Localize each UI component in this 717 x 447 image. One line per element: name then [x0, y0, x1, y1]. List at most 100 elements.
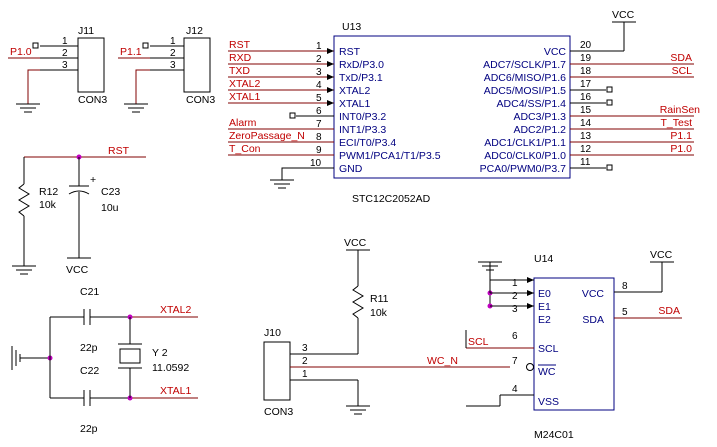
ground-symbol: [12, 265, 36, 275]
u13-pin-num: 18: [580, 66, 592, 77]
r11-value: 10k: [370, 307, 388, 319]
j12-noconnect-marker: [142, 42, 149, 49]
u14-pin-name: E1: [538, 301, 551, 313]
u14-pin-name: VSS: [538, 396, 559, 408]
u13-pin-num: 17: [580, 79, 592, 90]
ic-u14: U14 M24C01 1 2 3 6 7 4 E0 E1 E2: [465, 249, 682, 441]
ground-symbol: [16, 103, 40, 113]
u13-pin-num: 2: [316, 54, 322, 65]
u13-pin-name: ADC5/MOSI/P1.5: [484, 85, 566, 97]
j11-body: [77, 37, 105, 93]
u13-pin-name: GND: [339, 163, 363, 175]
j12-body: [183, 37, 211, 93]
u14-pin-name: WC: [538, 366, 556, 378]
y2-value: 11.0592: [152, 362, 189, 374]
u13-pin-name: TxD/P3.1: [339, 72, 383, 84]
u13-net-label: XTAL2: [229, 78, 260, 90]
u13-pin-num: 11: [580, 157, 591, 168]
u13-pin-name: ECI/T0/P3.4: [339, 137, 396, 149]
u13-pin-name: INT1/P3.3: [339, 124, 386, 136]
u13-pin-num: 5: [316, 93, 322, 104]
c23-plus: +: [90, 174, 96, 186]
u13-net-label: TXD: [229, 65, 250, 77]
u13-net-label: T_Test: [660, 117, 692, 129]
u13-pin-name: ADC0/CLK0/P1.0: [484, 150, 566, 162]
u13-pin-num: 15: [580, 105, 592, 116]
u13-net-label: RainSen: [660, 104, 700, 116]
j10-body: [263, 341, 291, 401]
u13-pin-num: 3: [316, 67, 322, 78]
j12-net-label: P1.1: [120, 46, 142, 58]
u13-pin-name: ADC6/MISO/P1.6: [484, 72, 566, 84]
reset-net-label: RST: [108, 145, 130, 157]
c21-ref: C21: [80, 286, 99, 298]
u13-pin-name: ADC2/P1.2: [513, 124, 566, 136]
u13-pin-name: ADC1/CLK1/P1.1: [484, 137, 566, 149]
u14-pin-num: 8: [622, 281, 628, 292]
u13-net-label: RXD: [229, 52, 252, 64]
u13-pin-name: PCA0/PWM0/P3.7: [480, 163, 567, 175]
u13-pin-name: PWM1/PCA1/T1/P3.5: [339, 150, 441, 162]
u13-left-pins: 1 2 3 4 5 6 7 8 9 10 RST RxD/P3.0 TxD/P3…: [228, 39, 441, 189]
u13-noconnect-marker: [606, 164, 613, 171]
u14-pin-name: E0: [538, 288, 551, 300]
c21-value: 22p: [80, 342, 98, 354]
u13-net-label: XTAL1: [229, 91, 260, 103]
u13-noconnect-marker: [606, 99, 613, 106]
u13-pin-num: 9: [316, 145, 322, 156]
u13-noconnect-marker: [289, 112, 296, 119]
j11-pin3: 3: [62, 60, 68, 71]
u14-part: M24C01: [534, 429, 574, 441]
u14-pin-name: E2: [538, 314, 551, 326]
u13-net-label: T_Con: [229, 143, 261, 155]
u13-pin-num: 12: [580, 144, 592, 155]
c22-ref: C22: [80, 365, 99, 377]
j11-net-label: P1.0: [10, 46, 32, 58]
crystal-circuit: C21 22p C22 22p XTAL2 XTAL1 Y 2 11.0592: [11, 286, 198, 435]
r12-value: 10k: [39, 199, 57, 211]
ground-symbol: [124, 103, 148, 113]
vcc-label: VCC: [612, 9, 635, 21]
ground-symbol: [270, 179, 294, 189]
u13-pin-name: ADC4/SS/P1.4: [497, 98, 567, 110]
u13-pin-name: INT0/P3.2: [339, 111, 386, 123]
r11-ref: R11: [370, 293, 389, 305]
u13-pin-name: RST: [339, 46, 361, 58]
u13-ref: U13: [342, 21, 361, 33]
xtal1-net-label: XTAL1: [160, 385, 191, 397]
j12-pin3: 3: [170, 60, 176, 71]
crystal-y2: [119, 348, 141, 364]
u14-pin-num: 7: [512, 356, 518, 367]
u14-pin-num: 1: [512, 278, 518, 289]
u13-part: STC12C2052AD: [352, 193, 431, 205]
scl-net-label: SCL: [468, 336, 489, 348]
resistor-r12: [18, 183, 30, 217]
capacitor-c23-plate: [68, 190, 90, 195]
sda-net-label: SDA: [658, 305, 680, 317]
u13-pin-name: ADC7/SCLK/P1.7: [483, 59, 566, 71]
connector-j12: J12 CON3 1 2 3 P1.1: [118, 25, 215, 113]
resistor-r11: [352, 285, 364, 319]
u13-pin-name: ADC3/P1.3: [513, 111, 566, 123]
u13-net-label: RST: [229, 39, 251, 51]
j10-part: CON3: [264, 406, 293, 418]
u13-pin-num: 16: [580, 92, 592, 103]
j12-ref: J12: [186, 25, 203, 37]
u13-pin-num: 4: [316, 80, 322, 91]
c22-value: 22p: [80, 423, 98, 435]
u13-pin-num: 20: [580, 40, 592, 51]
j10-ref: J10: [264, 327, 281, 339]
j12-pin1: 1: [170, 36, 176, 47]
j10-pin3: 3: [302, 343, 308, 354]
u13-pin-num: 1: [316, 41, 322, 52]
reset-circuit: RST R12 10k + VCC C23 10u: [12, 145, 146, 276]
u14-pin-name: SCL: [538, 343, 559, 355]
u13-right-pins: VCC 20 19 18 17 16 15 14 13 12 11 VCC AD…: [480, 9, 701, 175]
ground-symbol: [346, 405, 370, 415]
u13-net-label: Alarm: [229, 117, 257, 129]
u13-pin-name: XTAL1: [339, 98, 370, 110]
u13-pin-num: 13: [580, 131, 592, 142]
u13-pin-num: 7: [316, 119, 322, 130]
